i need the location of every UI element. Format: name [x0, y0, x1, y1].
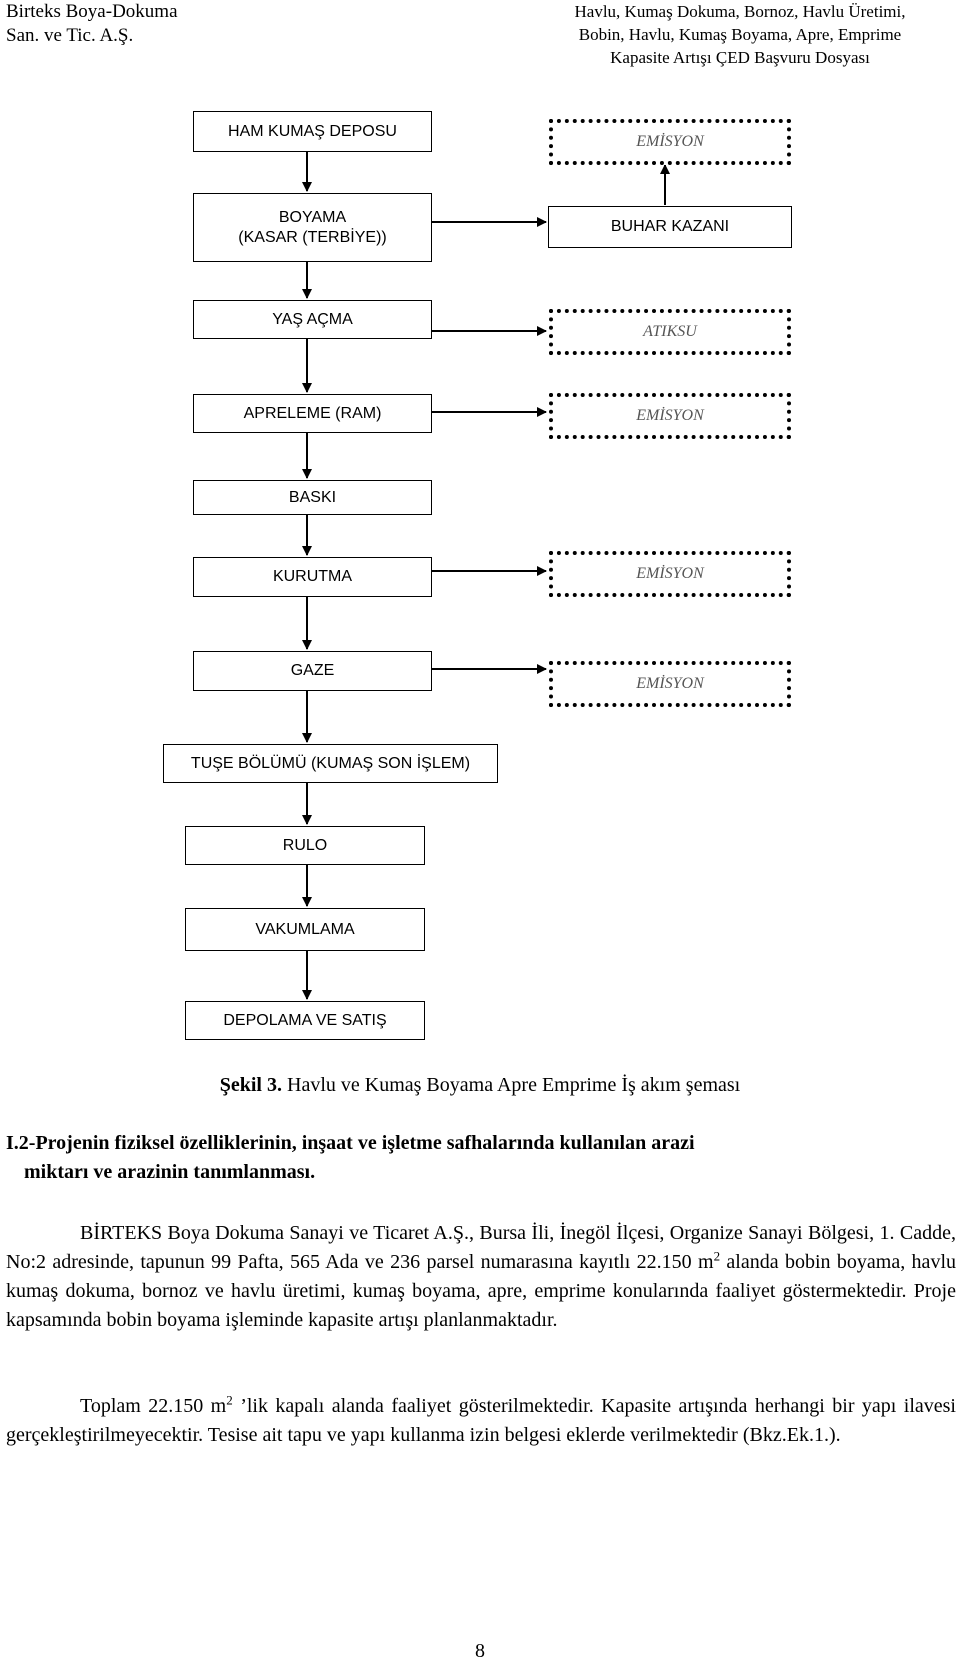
side-output-emission-gaze: EMİSYON	[549, 661, 791, 707]
flow-step-gaze: GAZE	[193, 651, 432, 691]
section-heading-line2: miktarı ve arazinin tanımlanması.	[24, 1161, 316, 1183]
paragraph-2-text-b: ’lik kapalı alanda faaliyet gösterilmekt…	[6, 1395, 956, 1446]
paragraph-2-text-a: Toplam 22.150 m	[80, 1395, 227, 1417]
figure-caption: Şekil 3. Havlu ve Kumaş Boyama Apre Empr…	[0, 1072, 960, 1098]
page-number: 8	[475, 1640, 485, 1662]
side-output-wastewater: ATIKSU	[549, 309, 791, 355]
flow-step-wet-opening: YAŞ AÇMA	[193, 300, 432, 339]
flow-connectors	[302, 150, 670, 1000]
project-title-line2: Bobin, Havlu, Kumaş Boyama, Apre, Emprim…	[578, 25, 902, 44]
flow-step-drying: KURUTMA	[193, 557, 432, 597]
company-header: Birteks Boya-Dokuma San. ve Tic. A.Ş.	[6, 0, 178, 48]
flow-step-finishing: APRELEME (RAM)	[193, 394, 432, 433]
flow-step-dyeing-sub: (KASAR (TERBİYE))	[238, 228, 387, 246]
project-title-line1: Havlu, Kumaş Dokuma, Bornoz, Havlu Üreti…	[574, 2, 906, 21]
side-output-emission-drying: EMİSYON	[549, 551, 791, 597]
paragraph-1-text-b: alanda bobin boyama, havlu kumaş dokuma,…	[6, 1251, 956, 1331]
project-title-line3: Kapasite Artışı ÇED Başvuru Dosyası	[610, 48, 870, 67]
company-suffix: San. ve Tic. A.Ş.	[6, 25, 134, 46]
side-unit-steam-boiler: BUHAR KAZANI	[548, 206, 792, 248]
flow-step-vacuuming: VAKUMLAMA	[185, 908, 425, 951]
process-flow-diagram: HAM KUMAŞ DEPOSU BOYAMA (KASAR (TERBİYE)…	[163, 111, 792, 1040]
flow-step-dyeing-label: BOYAMA	[278, 208, 347, 226]
paragraph-2-superscript: 2	[226, 1392, 233, 1408]
section-heading: I.2-Projenin fiziksel özelliklerinin, in…	[6, 1129, 956, 1187]
figure-label: Şekil 3.	[219, 1074, 282, 1096]
side-output-emission-finishing: EMİSYON	[549, 393, 791, 439]
company-name: Birteks Boya-Dokuma	[6, 1, 178, 22]
paragraph-1-text-a: BİRTEKS Boya Dokuma Sanayi ve Ticaret A.…	[6, 1222, 956, 1273]
flow-step-finishing-section: TUŞE BÖLÜMÜ (KUMAŞ SON İŞLEM)	[163, 744, 498, 783]
section-heading-line1: I.2-Projenin fiziksel özelliklerinin, in…	[6, 1132, 695, 1154]
flow-step-raw-fabric-depot: HAM KUMAŞ DEPOSU	[193, 111, 432, 152]
project-header: Havlu, Kumaş Dokuma, Bornoz, Havlu Üreti…	[520, 0, 960, 69]
flow-step-storage-sales: DEPOLAMA VE SATIŞ	[185, 1001, 425, 1040]
flow-step-dyeing: BOYAMA (KASAR (TERBİYE))	[193, 193, 432, 262]
flow-step-roll: RULO	[185, 826, 425, 865]
body-paragraph-2: Toplam 22.150 m2 ’lik kapalı alanda faal…	[6, 1392, 956, 1450]
paragraph-1-superscript: 2	[713, 1248, 721, 1264]
side-output-emission-boiler: EMİSYON	[549, 119, 791, 165]
body-paragraph-1: BİRTEKS Boya Dokuma Sanayi ve Ticaret A.…	[6, 1219, 956, 1335]
flow-step-printing: BASKI	[193, 480, 432, 515]
figure-title: Havlu ve Kumaş Boyama Apre Emprime İş ak…	[282, 1074, 741, 1096]
